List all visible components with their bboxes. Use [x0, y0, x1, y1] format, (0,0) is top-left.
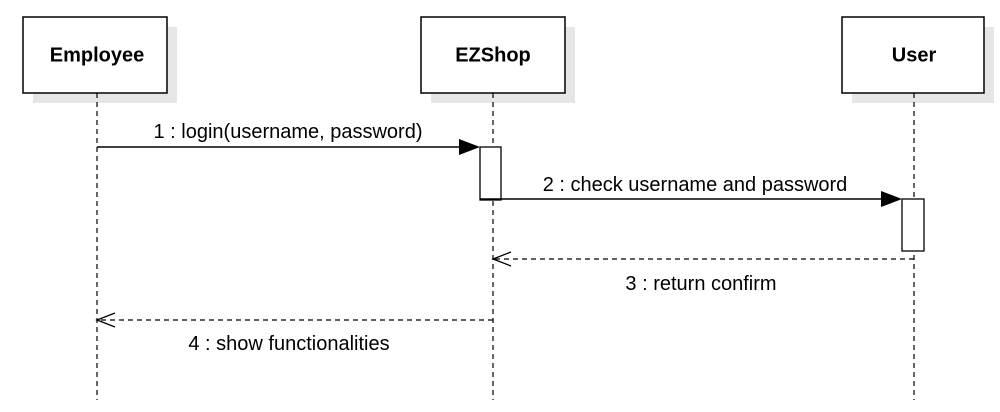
activation-ezshop	[479, 146, 502, 201]
message-4: 4 : show functionalities	[95, 312, 493, 355]
lifeline-employee: Employee	[22, 16, 177, 400]
message-2-arrowhead-icon	[881, 191, 902, 207]
message-4-label: 4 : show functionalities	[188, 333, 389, 355]
message-1-label: 1 : login(username, password)	[153, 121, 422, 143]
message-3-label: 3 : return confirm	[625, 273, 776, 295]
activation-user	[901, 198, 925, 252]
message-1: 1 : login(username, password)	[97, 121, 480, 155]
message-4-arrowhead-icon	[95, 312, 116, 328]
lifeline-ezshop: EZShop	[420, 16, 575, 400]
message-1-arrowhead-icon	[459, 139, 480, 155]
lifeline-user-label: User	[892, 44, 937, 66]
lifeline-user: User	[841, 16, 994, 400]
lifeline-ezshop-label: EZShop	[455, 44, 531, 66]
lifeline-employee-box[interactable]	[22, 16, 168, 94]
message-3-arrowhead-icon	[491, 251, 512, 267]
message-2: 2 : check username and password	[480, 174, 902, 207]
lifeline-user-box[interactable]	[841, 16, 985, 94]
lifeline-employee-label: Employee	[50, 44, 144, 66]
lifeline-ezshop-box[interactable]	[420, 16, 566, 94]
message-2-label: 2 : check username and password	[543, 174, 848, 196]
message-3: 3 : return confirm	[491, 251, 914, 295]
